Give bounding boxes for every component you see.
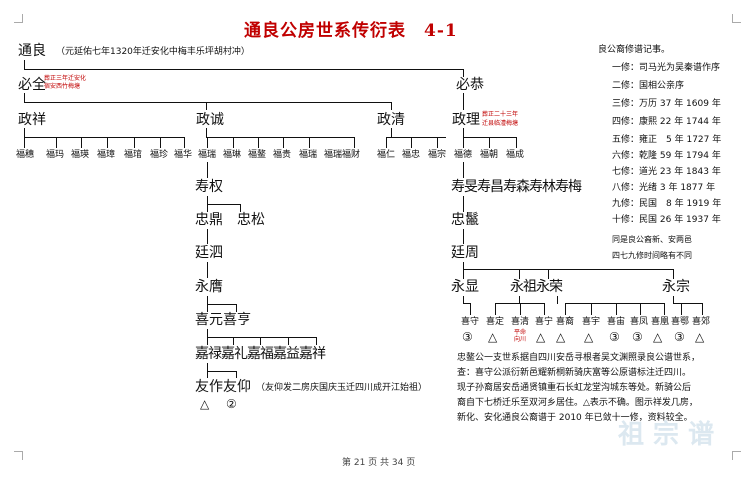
gen2-right-name: 必恭: [456, 77, 484, 93]
crop-mark: [732, 451, 741, 460]
gen4-name: 福琯: [124, 150, 143, 160]
gen9-left: 喜元喜亨: [195, 312, 251, 328]
gen9-name: 喜守: [461, 317, 480, 327]
mark: △: [536, 330, 546, 344]
gen4-name: 福宗: [428, 150, 447, 160]
sidebar-row: 二修：国相公亲序: [612, 81, 685, 91]
crop-mark: [14, 14, 23, 23]
crop-mark: [14, 451, 23, 460]
gen5-right: 寿旻寿昌寿森寿林寿梅: [451, 179, 582, 195]
gen4-name: 福玛: [46, 150, 65, 160]
mark: △: [653, 330, 663, 344]
mark: △: [584, 330, 594, 344]
gen3-d-note-1: 葬正二十三年: [482, 111, 519, 118]
sidebar-footnote-1: 同是良公裔新、安两邑: [612, 235, 692, 244]
gen9-name: 喜定: [486, 317, 505, 327]
gen4-name: 福瑞: [198, 150, 217, 160]
gen4-name: 福瑛: [71, 150, 90, 160]
sidebar-row: 一修：司马光为吴秦谱作序: [612, 63, 721, 73]
gen3-name-b: 政诚: [196, 112, 224, 128]
gen9-name: 喜裔: [556, 317, 575, 327]
gen2-left-name: 必全: [18, 77, 46, 93]
gen4-name: 福华: [174, 150, 193, 160]
paragraph-line: 新化、安化通良公裔谱于 2010 年已敛十一修，资料较全。: [457, 413, 693, 423]
gen5-left: 寿权: [195, 179, 223, 195]
sidebar-footnote-2: 四七九修时间略有不同: [612, 251, 692, 260]
sidebar-row: 四修：康熙 22 年 1744 年: [612, 117, 721, 127]
gen10-left: 嘉禄嘉礼嘉福嘉益嘉祥: [195, 346, 326, 362]
gen3-name-d: 政理: [452, 112, 480, 128]
gen9-name: 喜清: [511, 317, 530, 327]
gen4-name: 福琳: [223, 150, 242, 160]
sidebar-row: 八修：光绪 3 年 1877 年: [612, 183, 716, 193]
mark: △: [488, 330, 498, 344]
mark: ③: [462, 330, 473, 344]
gen9-note-1: 平命: [514, 329, 527, 336]
mark: ③: [674, 330, 685, 344]
gen4-name: 福成: [506, 150, 525, 160]
paragraph-line: 裔自下七桥迁乐至双河乡居住。△表示不确。图示祥发几房，: [457, 398, 698, 408]
gen9-name: 喜郊: [692, 317, 711, 327]
root-name: 通良: [18, 43, 46, 59]
sidebar-row: 三修：万历 37 年 1609 年: [612, 99, 721, 109]
gen4-name: 福贵: [273, 150, 292, 160]
mark: ②: [226, 397, 237, 411]
gen4-name: 福鳌: [248, 150, 267, 160]
sidebar-row: 七修：道光 23 年 1843 年: [612, 167, 721, 177]
gen8-left: 永膺: [195, 279, 223, 295]
paragraph-line: 现子孙裔居安岳通贤镇重石长虹龙堂沟城东等处。新骑公后: [457, 383, 692, 393]
gen11-note: （友仰发二房庆国庆玉迁四川成开江始祖）: [256, 383, 428, 393]
gen8-right-c: 永宗: [662, 279, 690, 295]
sidebar-row: 九修：民国 8 年 1919 年: [612, 199, 722, 209]
mark: △: [200, 397, 210, 411]
gen11-left: 友作友仰: [195, 379, 251, 395]
gen4-name: 福瑞: [299, 150, 318, 160]
crop-mark: [732, 14, 741, 23]
gen3-name-a: 政祥: [18, 112, 46, 128]
page-title: 通良公房世系传衍表 4-1: [244, 21, 458, 41]
gen4-name: 福瑞福财: [324, 150, 361, 160]
gen2-left-note-2: 宿安西竹梅塘: [44, 83, 81, 90]
gen9-name: 喜凤: [630, 317, 649, 327]
gen7-right: 廷周: [451, 245, 479, 261]
mark: △: [556, 330, 566, 344]
gen4-name: 福珍: [150, 150, 169, 160]
gen2-left-note-1: 葬正三年迁安化: [44, 75, 87, 82]
gen4-name: 福穗: [16, 150, 35, 160]
gen9-name: 喜宁: [535, 317, 554, 327]
gen4-name: 福忠: [402, 150, 421, 160]
mark: ③: [609, 330, 620, 344]
gen9-note-2: 向川: [514, 336, 527, 343]
gen9-name: 喜鄂: [671, 317, 690, 327]
gen7-left: 廷泗: [195, 245, 223, 261]
mark: ③: [632, 330, 643, 344]
gen3-d-note-2: 迁县临澧梅塘: [482, 120, 519, 127]
page-footer: 第 21 页 共 34 页: [342, 458, 416, 468]
gen6-right: 忠鬣: [451, 212, 479, 228]
gen8-right-b: 永祖永荣: [510, 279, 563, 295]
watermark: 祖 宗 谱: [618, 420, 715, 450]
gen3-name-c: 政清: [377, 112, 405, 128]
paragraph-line: 忠鳌公一支世系据自四川安岳寻根者吴文渊照录良公谱世系，: [457, 353, 701, 363]
sidebar-heading: 良公裔修谱记事。: [598, 45, 671, 55]
gen4-name: 福德: [454, 150, 473, 160]
gen6-left: 忠鼎 忠松: [195, 212, 265, 228]
gen9-name: 喜宙: [607, 317, 626, 327]
gen4-name: 福仁: [377, 150, 396, 160]
sidebar-row: 六修：乾隆 59 年 1794 年: [612, 151, 721, 161]
gen9-name: 喜宇: [582, 317, 601, 327]
root-note: （元延佑七年1320年迁安化中梅丰乐坪胡村冲）: [56, 47, 250, 57]
sidebar-row: 十修：民国 26 年 1937 年: [612, 215, 721, 225]
sidebar-row: 五修：雍正 5 年 1727 年: [612, 135, 722, 145]
mark: △: [695, 330, 705, 344]
gen4-name: 福璋: [97, 150, 116, 160]
paragraph-line: 查：喜守公派衍新邑耀新桐新骑庆富等公原谱标注迁四川。: [457, 368, 692, 378]
gen9-name: 喜凰: [651, 317, 670, 327]
gen4-name: 福朝: [480, 150, 499, 160]
gen8-right-a: 永显: [451, 279, 479, 295]
